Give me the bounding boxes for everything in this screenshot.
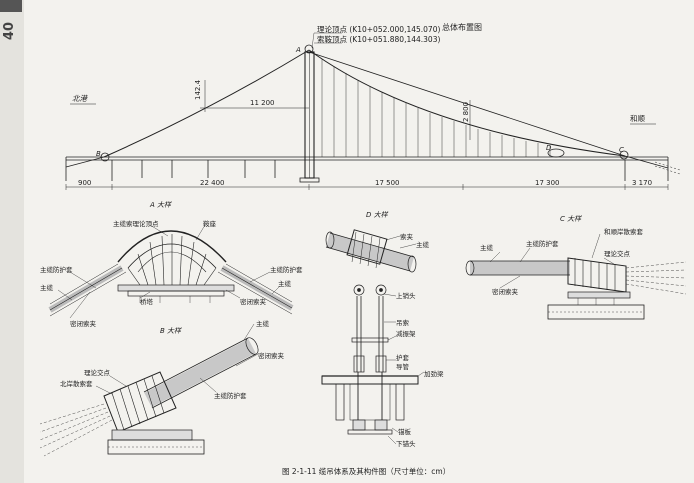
east-label: 和顺: [630, 114, 645, 123]
point-a-label: A: [295, 46, 301, 54]
detail-b-label-3: 北岸散索套: [60, 379, 93, 388]
backstay-left: [65, 156, 105, 168]
detail-d-label-5: 护套: [396, 353, 410, 362]
detail-c-label-4: 密闭索夹: [492, 287, 519, 296]
detail-b-label-0: 主缆: [256, 319, 270, 328]
detail-c-label-1: 主缆: [480, 243, 494, 252]
detail-a-label-7: 密闭索夹: [240, 297, 267, 306]
stay-cable-right: [308, 51, 626, 157]
dim-1: 22 400: [200, 179, 225, 187]
detail-d-label-4: 减振架: [396, 329, 416, 338]
detail-a: [48, 224, 294, 319]
detail-d: [321, 229, 425, 445]
detail-d-label-0: 索夹: [400, 232, 414, 241]
detail-b-labels: B 大样 主缆 理论交点 密闭索夹 北岸散索套 主缆防护套: [60, 319, 285, 400]
detail-a-label-4: 主缆防护套: [270, 265, 303, 274]
detail-a-label-3: 主缆: [40, 283, 54, 292]
marker-a: [304, 44, 314, 54]
detail-d-label-1: 主缆: [416, 240, 430, 249]
theory-peak-label: 理论顶点 (K10+052.000,145.070): [317, 24, 440, 34]
detail-a-label-5: 主缆: [278, 279, 292, 288]
figure-caption: 图 2-1-11 缆吊体系及其构件图（尺寸单位：cm）: [282, 466, 450, 476]
hanger-cables: [321, 59, 551, 157]
corner-mark: [0, 0, 22, 12]
main-cable-right: [308, 49, 626, 157]
dim-0: 900: [78, 179, 91, 187]
point-d-label: D: [546, 144, 552, 152]
deck-piers: [65, 157, 669, 181]
detail-d-label-7: 加劲梁: [424, 369, 444, 378]
detail-d-label-3: 吊索: [396, 318, 410, 327]
detail-c-labels: C 大样 和顺岸散索套 主缆 主缆防护套 理论交点 密闭索夹: [480, 215, 644, 296]
sag-right-label: 2 800: [462, 102, 470, 122]
overview-labels: 总体布置图 理论顶点 (K10+052.000,145.070) 索鞍顶点 (K…: [72, 22, 652, 187]
detail-c-title: C 大样: [560, 215, 582, 223]
detail-a-label-6: 密闭索夹: [70, 319, 97, 328]
overview-title: 总体布置图: [442, 22, 482, 32]
marker-c: [619, 150, 629, 160]
detail-a-label-8: 桥塔: [140, 297, 154, 306]
detail-d-label-6: 导管: [396, 362, 410, 371]
detail-c-label-2: 主缆防护套: [526, 239, 559, 248]
detail-b-label-4: 主缆防护套: [214, 391, 247, 400]
detail-b: [39, 323, 259, 457]
detail-b-label-2: 密闭索夹: [258, 351, 285, 360]
detail-b-title: B 大样: [160, 327, 182, 335]
main-cable-left: [103, 49, 310, 158]
marker-d: [547, 148, 565, 158]
detail-a-title: A 大样: [149, 201, 172, 209]
north-label: 北港: [72, 94, 88, 103]
tower-base: [299, 177, 320, 183]
detail-d-title: D 大样: [366, 211, 389, 219]
detail-b-label-1: 理论交点: [84, 368, 111, 377]
detail-a-label-2: 主缆防护套: [40, 265, 73, 274]
anchor-dashes-right: [654, 161, 681, 175]
dim-4: 3 170: [632, 179, 652, 187]
point-c-label: C: [619, 146, 624, 154]
detail-d-label-9: 下锚头: [396, 439, 416, 448]
detail-d-labels: D 大样 索夹 主缆 上销头 吊索 减振架 护套 导管 加劲梁 锚板 下锚头: [366, 211, 444, 448]
point-b-label: B: [96, 150, 101, 158]
dim-2: 17 500: [375, 179, 400, 187]
detail-d-label-2: 上销头: [396, 291, 416, 300]
detail-c-label-0: 和顺岸散索套: [604, 227, 644, 236]
sag-label: 142.4: [194, 79, 202, 100]
half-span-label: 11 200: [250, 99, 275, 107]
detail-c-label-3: 理论交点: [604, 249, 631, 258]
backstay-right: [624, 155, 669, 169]
marker-b: [100, 152, 110, 162]
page-margin-strip: [0, 0, 24, 483]
detail-d-label-8: 锚板: [398, 427, 412, 436]
detail-c: [465, 233, 687, 320]
overview-diagram: [65, 32, 681, 190]
detail-a-labels: A 大样 主缆索理论顶点 鞍座 主缆防护套 主缆 主缆防护套 主缆 密闭索夹 密…: [40, 201, 303, 328]
dim-3: 17 300: [535, 179, 560, 187]
detail-a-label-1: 鞍座: [203, 219, 217, 228]
saddle-peak-label: 索鞍顶点 (K10+051.880,144.303): [317, 34, 440, 44]
detail-a-label-0: 主缆索理论顶点: [113, 219, 159, 228]
